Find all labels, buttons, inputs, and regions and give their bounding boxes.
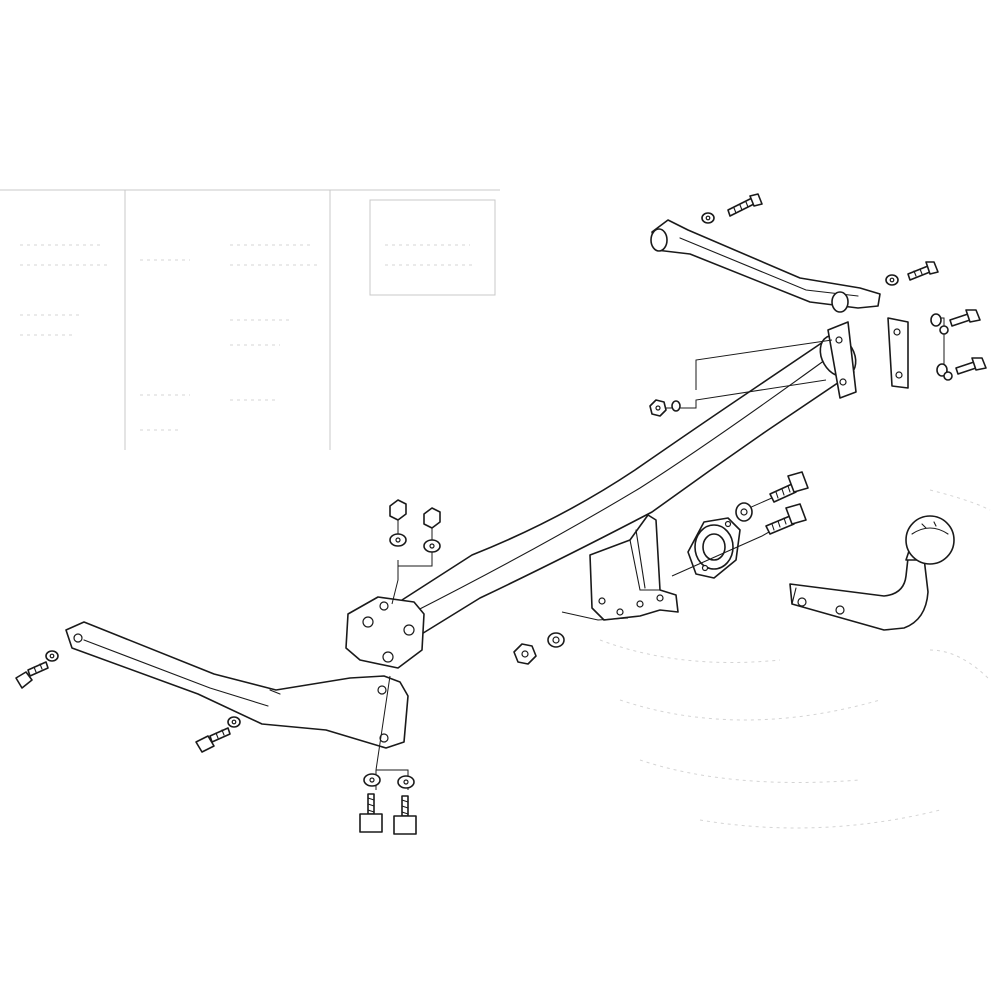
left-plate-nuts — [389, 499, 441, 553]
receiver-bolts — [735, 471, 809, 535]
tow-ball-neck — [789, 545, 933, 631]
left-side-arm — [65, 621, 409, 749]
right-side-arm — [650, 219, 881, 313]
ball-mount-receiver — [589, 514, 679, 621]
bolt-mid-right-arm — [885, 261, 939, 286]
leader-lines — [375, 317, 945, 790]
bottom-bolt-pair — [359, 773, 417, 835]
bolt-left-arm-rear — [195, 716, 241, 753]
socket-plate — [687, 517, 741, 579]
crossbar-left-plate — [345, 596, 425, 669]
nut-crossbar-right — [649, 399, 681, 417]
bolt-top-right-arm — [701, 193, 763, 224]
receiver-nut — [513, 632, 565, 665]
background-residue — [0, 189, 991, 829]
tow-ball — [905, 515, 955, 565]
bolt-left-arm-front — [15, 650, 59, 689]
bracket-bolts-right — [930, 309, 987, 381]
crossbar-right-bracket — [827, 317, 909, 399]
